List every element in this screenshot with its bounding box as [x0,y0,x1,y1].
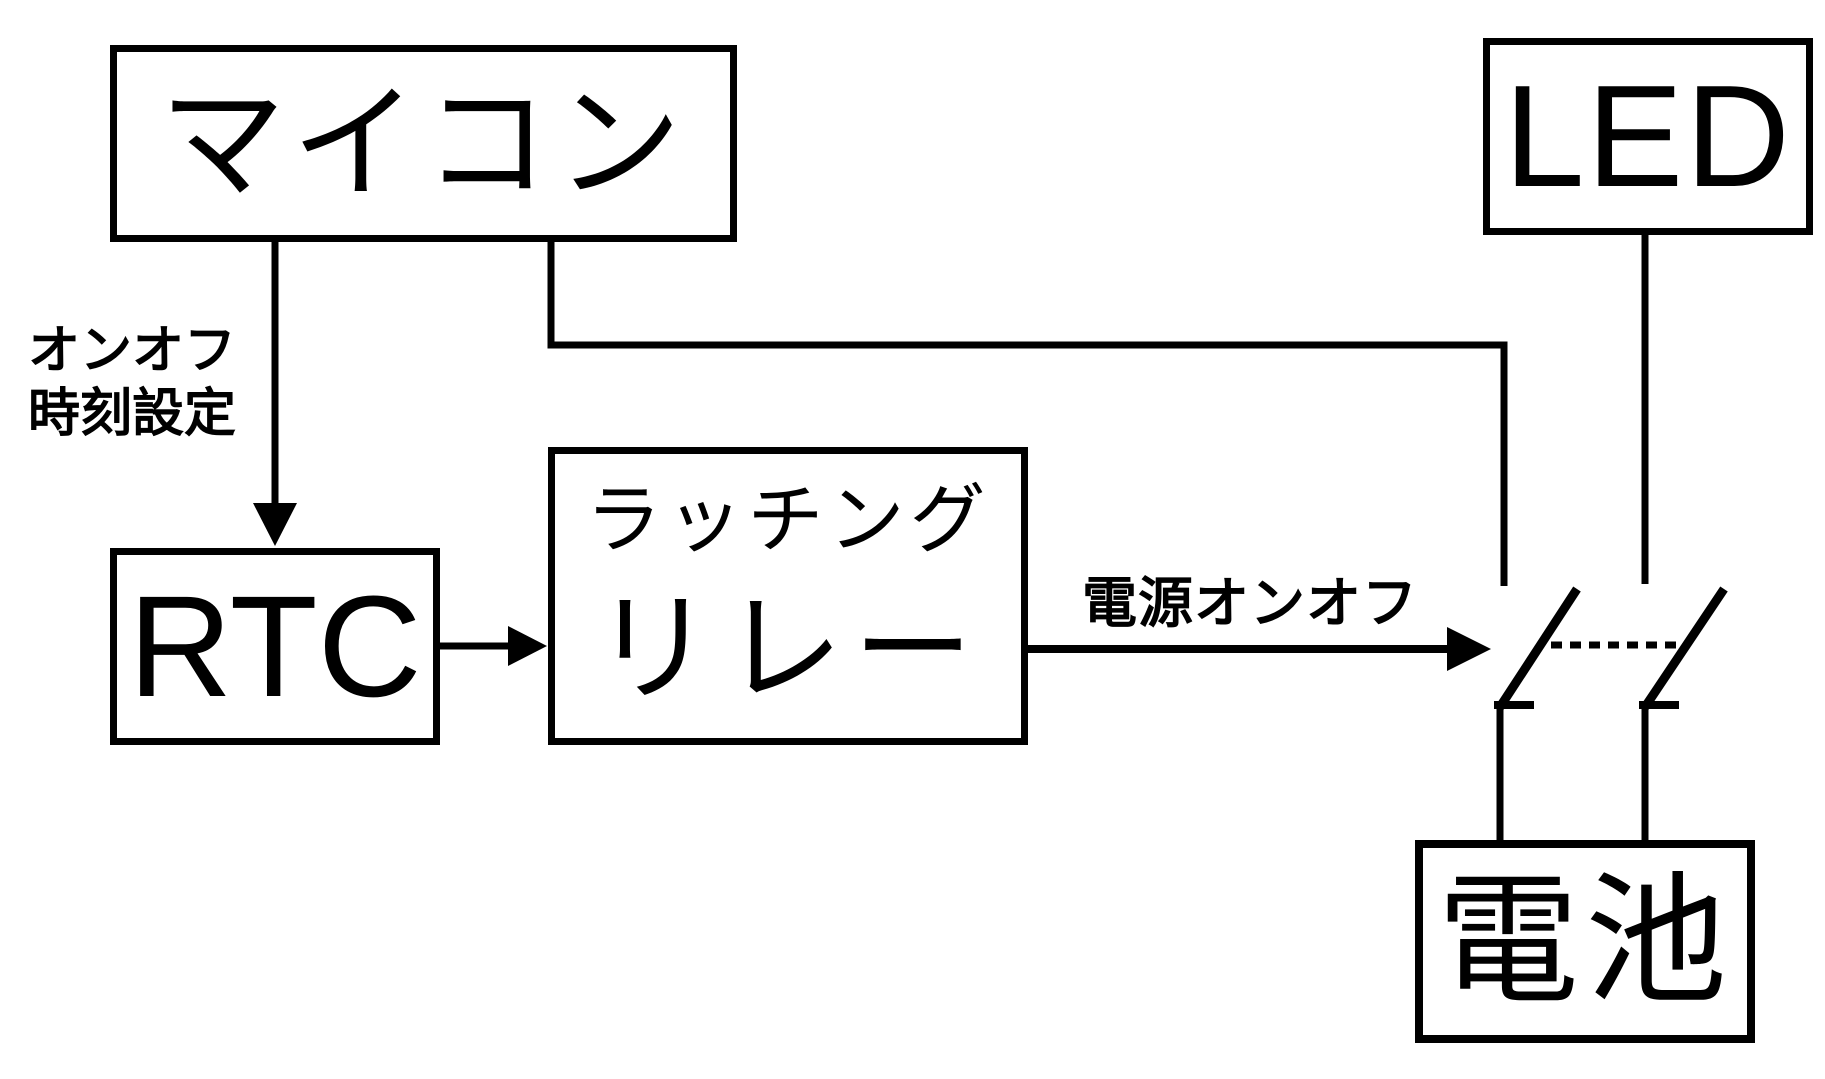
edge-mcu-rtc-arrowhead [253,503,297,546]
node-latching-relay: ラッチング リレー [548,447,1028,745]
node-latching-relay-label-line1: ラッチング [585,478,991,563]
node-led-label: LED [1503,55,1793,217]
edge-label-onoff-time-setting: オンオフ 時刻設定 [28,320,236,446]
edge-label-power-onoff: 電源オンオフ [1082,572,1419,634]
edge-label-onoff-time-setting-line1: オンオフ [28,322,237,380]
node-rtc-label: RTC [128,565,422,727]
node-battery-label: 電池 [1437,861,1733,1021]
node-latching-relay-label-line2: リレー [593,582,983,716]
node-microcontroller-label: マイコン [159,72,688,214]
edge-relay-switch-arrowhead [1447,627,1491,671]
node-microcontroller: マイコン [110,45,737,242]
edge-rtc-relay-arrowhead [508,626,547,666]
switch-left-arm [1496,586,1581,710]
switch-right-arm [1641,586,1728,710]
node-battery: 電池 [1415,840,1755,1043]
node-rtc: RTC [110,548,440,745]
edge-label-onoff-time-setting-line2: 時刻設定 [28,385,237,443]
edge-mcu-switch-polyline [547,242,1508,586]
node-led: LED [1483,38,1813,235]
